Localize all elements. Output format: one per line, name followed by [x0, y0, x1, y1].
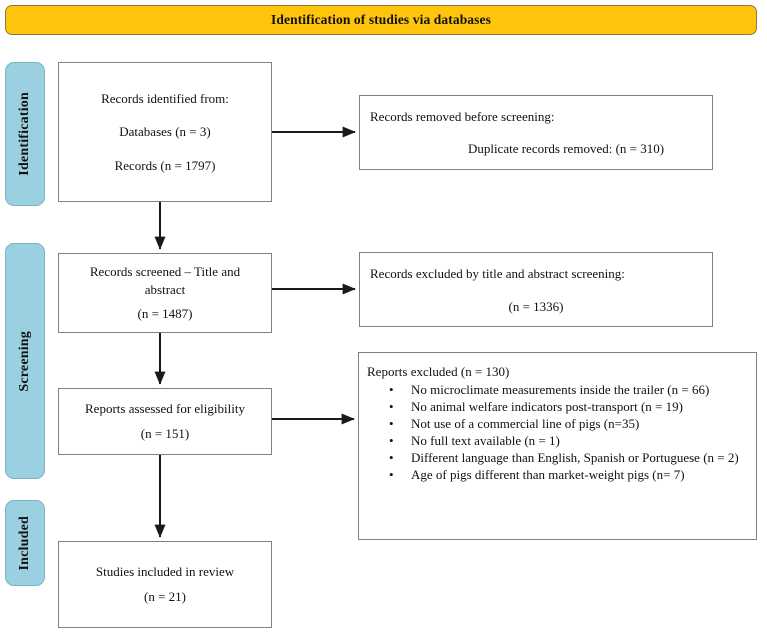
box-records-screened: Records screened – Title and abstract (n…	[58, 253, 272, 333]
reports-excluded-item: • Age of pigs different than market-weigh…	[389, 467, 748, 484]
box-reports-excluded: Reports excluded (n = 130) • No microclim…	[358, 352, 757, 540]
stage-label-identification-text: Identification	[17, 92, 32, 176]
stage-label-screening-text: Screening	[17, 330, 32, 392]
reports-excluded-item: • No full text available (n = 1)	[389, 432, 748, 450]
records-removed-duplicates: Duplicate records removed: (n = 310)	[467, 140, 665, 156]
reports-excluded-item-label: No microclimate measurements inside the …	[411, 381, 710, 397]
stage-label-screening: Screening	[5, 243, 45, 479]
reports-excluded-item: • Not use of a commercial line of pigs (n…	[389, 415, 748, 433]
studies-included-count: (n = 21)	[144, 589, 186, 604]
reports-excluded-item-label: Age of pigs different than market-weight…	[411, 467, 685, 483]
reports-excluded-item: • Different language than English, Spanis…	[389, 450, 748, 467]
records-screened-count: (n = 1487)	[137, 306, 193, 322]
reports-eligibility-count: (n = 151)	[140, 426, 190, 441]
studies-included-title: Studies included in review	[95, 564, 235, 580]
reports-excluded-item: • No animal welfare indicators post-trans…	[389, 398, 748, 416]
box-studies-included: Studies included in review (n = 21)	[58, 541, 272, 628]
reports-excluded-item: • No microclimate measurements inside the…	[389, 381, 748, 399]
stage-label-identification: Identification	[5, 62, 45, 206]
reports-excluded-item-label: Different language than English, Spanish…	[411, 450, 739, 466]
records-identified-line-1: Records identified from:	[101, 90, 229, 106]
box-records-removed: Records removed before screening: Duplic…	[359, 95, 713, 170]
box-reports-assessed-eligibility: Reports assessed for eligibility (n = 15…	[58, 388, 272, 455]
bullet-icon: •	[389, 432, 394, 448]
reports-excluded-item-label: No full text available (n = 1)	[411, 432, 560, 448]
reports-excluded-list: • No microclimate measurements inside the…	[367, 382, 748, 484]
records-excluded-ta-title: Records excluded by title and abstract s…	[370, 266, 625, 281]
box-records-identified: Records identified from: Databases (n = …	[58, 62, 272, 202]
bullet-icon: •	[389, 398, 394, 414]
bullet-icon: •	[389, 415, 394, 431]
reports-excluded-item-label: Not use of a commercial line of pigs (n=…	[411, 415, 640, 431]
bullet-icon: •	[389, 467, 394, 483]
bullet-icon: •	[389, 381, 394, 397]
records-excluded-ta-count: (n = 1336)	[508, 298, 564, 314]
records-identified-databases: Databases (n = 3)	[119, 124, 211, 140]
diagram-header-banner: Identification of studies via databases	[5, 5, 757, 35]
reports-eligibility-title: Reports assessed for eligibility	[85, 401, 245, 417]
records-removed-title: Records removed before screening:	[370, 109, 555, 124]
records-screened-line-2: abstract	[144, 281, 186, 297]
diagram-title: Identification of studies via databases	[271, 12, 491, 28]
stage-label-included: Included	[5, 500, 45, 586]
records-identified-records: Records (n = 1797)	[114, 157, 216, 173]
reports-excluded-item-label: No animal welfare indicators post-transp…	[411, 398, 683, 414]
reports-excluded-title: Reports excluded (n = 130)	[367, 364, 510, 379]
stage-label-included-text: Included	[17, 515, 32, 571]
bullet-icon: •	[389, 450, 394, 466]
records-screened-line-1: Records screened – Title and	[89, 264, 241, 280]
box-records-excluded-title-abstract: Records excluded by title and abstract s…	[359, 252, 713, 327]
